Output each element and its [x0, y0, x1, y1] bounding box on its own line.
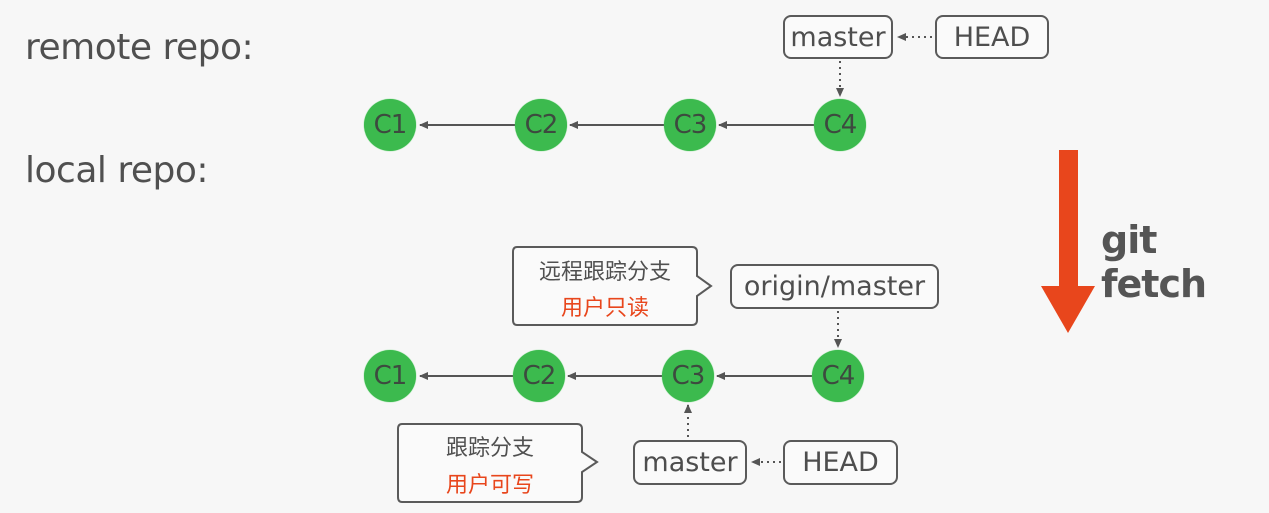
remote-head-ref[interactable]: HEAD	[935, 15, 1049, 59]
remote-commit-c3[interactable]: C3	[664, 99, 716, 151]
local-commit-c4[interactable]: C4	[812, 350, 864, 402]
local-repo-label: local repo:	[25, 150, 209, 191]
callout-remote-tracking: 远程跟踪分支 用户只读	[513, 247, 697, 325]
callout-tracking: 跟踪分支 用户可写	[398, 424, 582, 502]
local-commit-c1[interactable]: C1	[364, 350, 416, 402]
remote-commit-c4[interactable]: C4	[814, 99, 866, 151]
local-commit-c2[interactable]: C2	[513, 350, 565, 402]
local-head-ref[interactable]: HEAD	[783, 440, 898, 485]
callout-remote-tracking-shape	[512, 246, 713, 326]
remote-commit-c2[interactable]: C2	[515, 99, 567, 151]
git-fetch-label: git fetch	[1101, 218, 1207, 306]
callout-tracking-shape	[397, 423, 599, 503]
remote-commit-c1[interactable]: C1	[364, 99, 416, 151]
remote-master-branch[interactable]: master	[783, 15, 893, 59]
down-arrow-icon	[1041, 150, 1095, 333]
callout-remote-tracking-note: 用户只读	[560, 296, 649, 321]
callout-tracking-title: 跟踪分支	[445, 436, 534, 461]
remote-repo-label: remote repo:	[25, 27, 254, 68]
local-commit-c3[interactable]: C3	[662, 350, 714, 402]
origin-master-branch[interactable]: origin/master	[730, 264, 939, 309]
local-master-branch[interactable]: master	[633, 440, 747, 485]
callout-remote-tracking-title: 远程跟踪分支	[538, 260, 671, 285]
callout-tracking-note: 用户可写	[445, 473, 534, 498]
